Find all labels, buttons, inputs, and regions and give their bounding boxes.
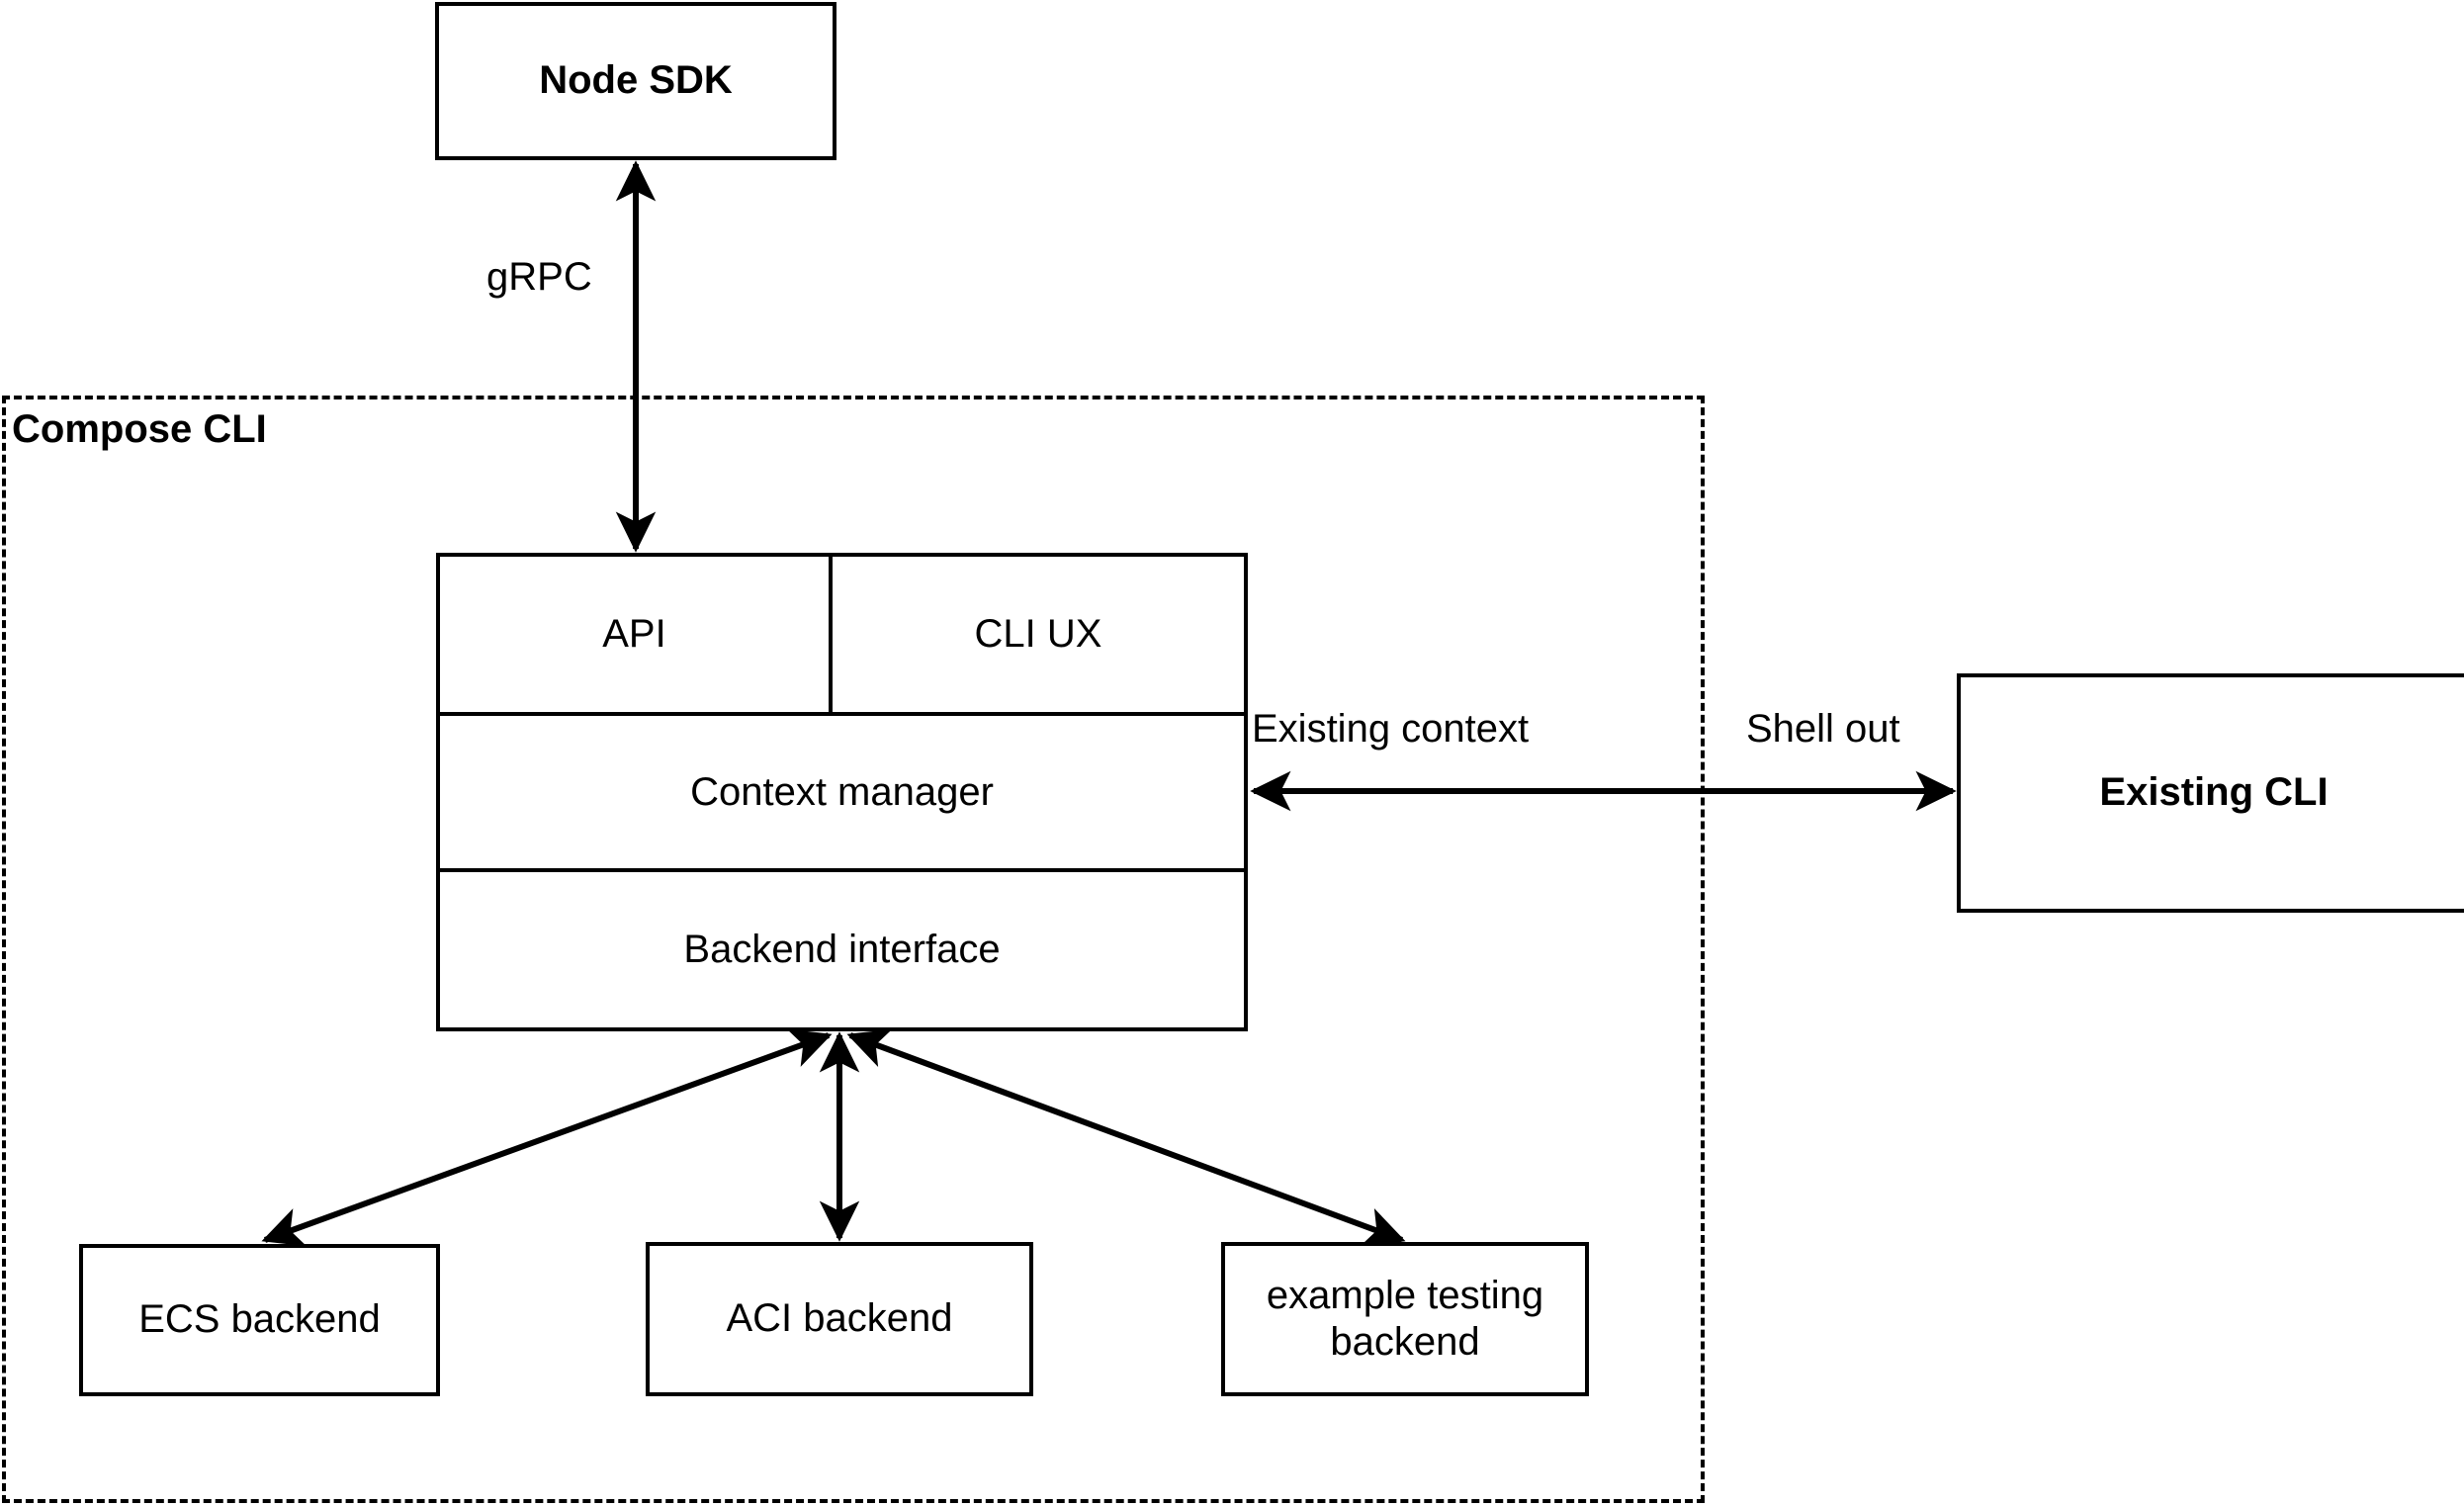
context-manager-label: Context manager	[690, 769, 994, 814]
ecs-backend-label: ECS backend	[138, 1297, 381, 1342]
api-cell[interactable]: API	[440, 557, 829, 712]
backend-interface-label: Backend interface	[683, 928, 1001, 971]
aci-backend-box[interactable]: ACI backend	[646, 1242, 1033, 1396]
cli-ux-cell[interactable]: CLI UX	[829, 557, 1244, 712]
compose-cli-stack: API CLI UX Context manager Backend inter…	[436, 553, 1248, 1031]
example-testing-backend-label-line1: example testing	[1266, 1273, 1544, 1317]
compose-cli-group-label: Compose CLI	[12, 407, 267, 451]
stack-row-top: API CLI UX	[440, 557, 1244, 712]
compose-cli-group	[2, 396, 1705, 1503]
node-sdk-label: Node SDK	[539, 58, 733, 103]
shell-out-edge-label: Shell out	[1746, 707, 1900, 751]
stack-row-context: Context manager	[440, 712, 1244, 868]
example-testing-backend-label-line2: backend	[1330, 1320, 1480, 1364]
stack-row-backend: Backend interface	[440, 868, 1244, 1027]
example-testing-backend-box[interactable]: example testing backend	[1221, 1242, 1589, 1396]
grpc-edge-label: gRPC	[486, 255, 592, 299]
api-label: API	[602, 612, 666, 656]
existing-cli-label: Existing CLI	[2099, 770, 2329, 815]
cli-ux-label: CLI UX	[974, 612, 1102, 656]
aci-backend-label: ACI backend	[726, 1296, 953, 1341]
ecs-backend-box[interactable]: ECS backend	[79, 1244, 440, 1396]
backend-interface-cell[interactable]: Backend interface	[440, 872, 1244, 1027]
node-sdk-box[interactable]: Node SDK	[435, 2, 836, 160]
existing-cli-box[interactable]: Existing CLI	[1957, 673, 2464, 913]
existing-context-edge-label: Existing context	[1252, 707, 1530, 751]
context-manager-cell[interactable]: Context manager	[440, 716, 1244, 868]
